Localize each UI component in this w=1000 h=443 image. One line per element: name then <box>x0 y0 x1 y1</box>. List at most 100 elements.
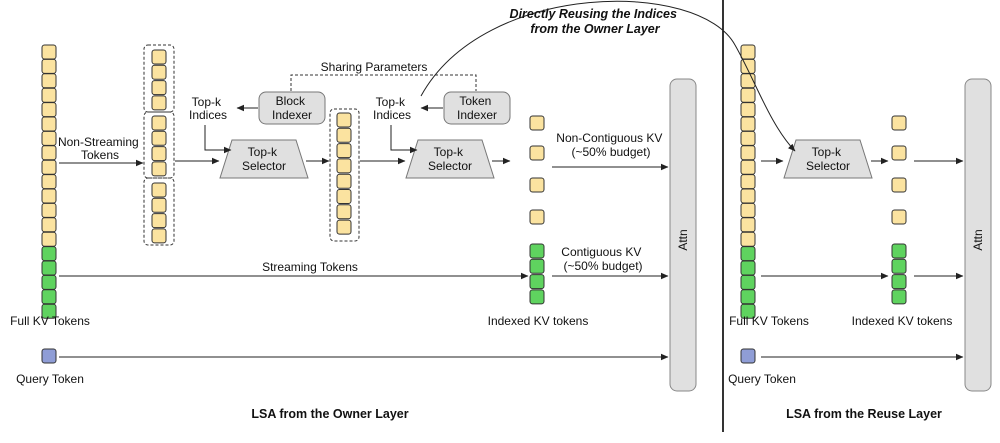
group2-cell <box>336 173 352 189</box>
full-kv-owner-yellow-cell <box>41 159 57 175</box>
topk-selector-1 <box>219 139 309 179</box>
arrow-topk-indices-2 <box>390 125 418 154</box>
topk-indices-label-2: Top-k Indices <box>373 95 411 122</box>
indexed-reuse-yellow-cell <box>891 209 907 225</box>
topk-selector-2 <box>405 139 495 179</box>
group1-cell <box>151 95 167 111</box>
full-kv-label-owner: Full KV Tokens <box>10 314 90 328</box>
selector-2-label: Top-k Selector <box>428 145 472 173</box>
full-kv-reuse-yellow-cell <box>740 102 756 118</box>
full-kv-owner-yellow-cell <box>41 102 57 118</box>
token-indexer-label: Token Indexer <box>457 94 497 122</box>
indexed-owner-green-cell <box>529 274 545 290</box>
group1-cell <box>151 213 167 229</box>
full-kv-owner-yellow-cell <box>41 231 57 247</box>
full-kv-owner-yellow-cell <box>41 145 57 161</box>
indexed-reuse-green-cell <box>891 258 907 274</box>
indexed-owner-yellow-cell <box>529 115 545 131</box>
attn-bar-reuse <box>964 78 992 392</box>
block-indexer-box <box>258 91 326 125</box>
group2-cell <box>336 112 352 128</box>
indexed-reuse-yellow-cell <box>891 177 907 193</box>
full-kv-owner-yellow-cell <box>41 217 57 233</box>
indexed-owner-yellow-cell <box>529 145 545 161</box>
attn-label-owner: Attn <box>676 229 690 250</box>
full-kv-reuse-yellow-cell <box>740 202 756 218</box>
indexed-owner-green-cell <box>529 289 545 305</box>
indexed-owner-green-cell <box>529 258 545 274</box>
dashed-groups <box>143 44 360 246</box>
full-kv-reuse-green-cell <box>740 246 756 262</box>
query-token-reuse <box>740 348 756 364</box>
group2-cell <box>336 158 352 174</box>
full-kv-owner-yellow-cell <box>41 44 57 60</box>
full-kv-owner-yellow-cell <box>41 58 57 74</box>
full-kv-reuse-green-cell <box>740 260 756 276</box>
group2-cell <box>336 127 352 143</box>
section-title-reuse: LSA from the Reuse Layer <box>786 407 942 421</box>
group2-cell <box>336 189 352 204</box>
full-kv-reuse-yellow-cell <box>740 44 756 60</box>
query-label-owner: Query Token <box>16 372 84 386</box>
topk-selector-reuse <box>783 139 873 179</box>
group1-cell <box>151 49 167 65</box>
arrow-topk-indices-1 <box>204 125 232 154</box>
query-token-owner <box>41 348 57 364</box>
full-kv-reuse-yellow-cell <box>740 145 756 161</box>
full-kv-reuse-green-cell <box>740 289 756 305</box>
full-kv-owner-yellow-cell <box>41 174 57 190</box>
contiguous-label: Contiguous KV (~50% budget) <box>561 245 644 273</box>
full-kv-reuse-yellow-cell <box>740 231 756 247</box>
group1-cell <box>151 228 167 244</box>
indexed-owner-yellow-cell <box>529 177 545 193</box>
full-kv-owner-yellow-cell <box>41 116 57 132</box>
full-kv-owner-yellow-cell <box>41 202 57 218</box>
group1-cell <box>151 146 167 162</box>
full-kv-owner-yellow-cell <box>41 87 57 103</box>
selector-reuse-label: Top-k Selector <box>806 145 850 173</box>
reuse-note: Directly Reusing the Indices from the Ow… <box>510 7 681 36</box>
full-kv-reuse-yellow-cell <box>740 188 756 204</box>
streaming-tokens-label: Streaming Tokens <box>262 260 358 274</box>
group-1-mid <box>143 111 175 179</box>
block-indexer-label: Block Indexer <box>272 94 312 122</box>
full-kv-reuse-yellow-cell <box>740 130 756 146</box>
group1-cell <box>151 161 167 177</box>
group2-cell <box>336 219 352 235</box>
labels: Non-Streaming Tokens Streaming Tokens Sh… <box>10 7 985 421</box>
indexed-reuse-yellow-cell <box>891 115 907 131</box>
full-kv-reuse-yellow-cell <box>740 174 756 190</box>
full-kv-owner-green-cell <box>41 260 57 276</box>
group2-cell <box>336 204 352 220</box>
attn-label-reuse: Attn <box>971 229 985 250</box>
full-kv-reuse-yellow-cell <box>740 116 756 132</box>
arrow-reuse-indices <box>420 0 796 152</box>
token-indexer-box <box>443 91 511 125</box>
indexed-reuse-green-cell <box>891 289 907 305</box>
full-kv-owner-yellow-cell <box>41 73 57 89</box>
full-kv-label-reuse: Full KV Tokens <box>729 314 809 328</box>
full-kv-reuse-yellow-cell <box>740 58 756 74</box>
full-kv-owner-green-cell <box>41 303 57 319</box>
indexed-owner-yellow-cell <box>529 209 545 225</box>
full-kv-owner-green-cell <box>41 274 57 290</box>
group1-cell <box>151 64 167 80</box>
group1-cell <box>151 130 167 146</box>
arrows <box>59 0 964 361</box>
topk-indices-label-1: Top-k Indices <box>189 95 227 122</box>
attn-bar-owner <box>669 78 697 392</box>
indexed-reuse-green-cell <box>891 243 907 259</box>
indexed-kv-label-reuse: Indexed KV tokens <box>852 314 953 328</box>
group1-cell <box>151 80 167 96</box>
full-kv-reuse-yellow-cell <box>740 217 756 233</box>
full-kv-reuse-green-cell <box>740 274 756 290</box>
group1-cell <box>151 115 167 131</box>
indexed-kv-label-owner: Indexed KV tokens <box>488 314 589 328</box>
token-cells <box>41 44 907 364</box>
non-contiguous-label: Non-Contiguous KV (~50% budget) <box>556 131 665 159</box>
full-kv-owner-green-cell <box>41 289 57 305</box>
non-streaming-label: Non-Streaming Tokens <box>58 135 142 162</box>
indexed-reuse-yellow-cell <box>891 145 907 161</box>
sharing-parameters-bracket <box>290 74 477 91</box>
